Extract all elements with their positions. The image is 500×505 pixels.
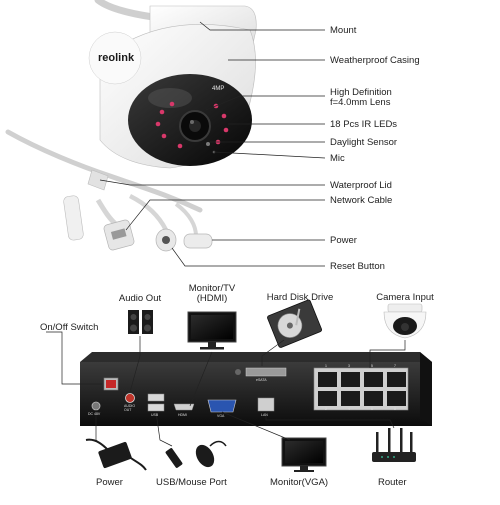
- ir-led: [155, 121, 161, 127]
- camera-model-mark: 4MP: [212, 86, 225, 92]
- ir-led: [159, 109, 165, 115]
- leader-hdmi: [189, 351, 213, 407]
- port-label-audio: AUDIO OUT: [124, 404, 136, 412]
- poe-port-number: 8: [394, 407, 396, 411]
- leader-network: [125, 199, 325, 231]
- poe-port-number: 4: [348, 407, 350, 411]
- router-icon: [372, 428, 416, 462]
- label-router: Router: [378, 477, 407, 488]
- leader-mount: [199, 21, 325, 31]
- leader-vga: [221, 411, 291, 441]
- hdmi-port: [173, 403, 195, 411]
- label-ir-leds: 18 Pcs IR LEDs: [330, 119, 398, 130]
- lens-glint: [190, 120, 194, 124]
- poe-port-number: 2: [325, 407, 327, 411]
- label-daylight-sensor: Daylight Sensor: [330, 137, 398, 148]
- label-reset-button: Reset Button: [330, 261, 385, 272]
- poe-ports: [313, 367, 409, 411]
- poe-port-number: 1: [325, 364, 327, 368]
- ir-led: [161, 133, 167, 139]
- vga-port: [207, 399, 237, 413]
- port-label-vga: VGA: [217, 414, 225, 418]
- waterproof-lid-cap: [63, 195, 84, 241]
- label-power: Power: [330, 235, 357, 246]
- peripherals: [80, 299, 432, 472]
- leader-lid: [99, 179, 325, 186]
- camera-input-icon: [383, 303, 427, 339]
- esata-port: [245, 367, 287, 377]
- ir-led: [177, 143, 183, 149]
- waterproof-lid: [87, 169, 109, 191]
- label-camera-input: Camera Input: [376, 292, 434, 303]
- port-label-dc: DC 48V: [88, 412, 101, 416]
- mouse-icon: [195, 440, 227, 468]
- nvr-side: [420, 352, 432, 426]
- port-label-lan: LAN: [261, 413, 268, 417]
- poe-port-number: 6: [371, 407, 373, 411]
- label-mic: Mic: [330, 153, 345, 164]
- network-cable-connector: [95, 198, 120, 228]
- label-network-cable: Network Cable: [330, 195, 393, 206]
- dome-reflection: [148, 88, 192, 108]
- dc-port: [91, 401, 101, 411]
- hard-disk-icon: [267, 299, 323, 348]
- poe-port-number: 7: [394, 364, 396, 368]
- leader-camera: [369, 340, 406, 368]
- label-waterproof-lid: Waterproof Lid: [330, 180, 392, 191]
- power-plug-hole: [162, 236, 170, 244]
- camera-leader-lines: [99, 21, 326, 267]
- audio-out-port: [125, 393, 135, 403]
- leader-lens: [205, 95, 325, 111]
- label-usb-mouse-port: USB/Mouse Port: [156, 477, 227, 488]
- camera-body: [88, 31, 142, 85]
- leader-power-nvr: [95, 410, 105, 447]
- label-weatherproof-casing: Weatherproof Casing: [330, 55, 420, 66]
- port-label-hdmi: HDMI: [178, 413, 187, 417]
- leader-audio: [129, 336, 141, 393]
- poe-port-number: 3: [348, 364, 350, 368]
- port-label-usb: USB: [151, 413, 159, 417]
- brand-logo: reolink: [98, 52, 135, 64]
- power-adapter-icon: [85, 438, 147, 471]
- poe-port-number: 5: [371, 364, 373, 368]
- port-label-esata: eSATA: [256, 378, 267, 382]
- nvr-top: [80, 352, 432, 362]
- power-barrel: [183, 233, 213, 249]
- usb-port: [147, 403, 165, 412]
- label-monitor-hdmi: Monitor/TV (HDMI): [188, 283, 236, 304]
- camera-cable: [5, 129, 203, 213]
- ir-led: [223, 127, 229, 133]
- monitor-hdmi-screen: [191, 315, 233, 339]
- label-monitor-vga: Monitor(VGA): [270, 477, 329, 488]
- label-audio-out: Audio Out: [118, 293, 162, 304]
- leader-mic: [213, 151, 326, 159]
- lan-port: [257, 397, 275, 412]
- label-lens: High Definition f=4.0mm Lens: [330, 87, 392, 108]
- label-mount: Mount: [330, 25, 357, 36]
- leader-hdd: [261, 339, 285, 366]
- leader-usb: [155, 411, 173, 447]
- nvr-leader-lines: [46, 331, 406, 447]
- label-hard-disk-drive: Hard Disk Drive: [266, 292, 334, 303]
- rj45-socket: [110, 228, 127, 240]
- usb-stick-icon: [165, 448, 183, 468]
- monitor-vga-screen: [285, 441, 323, 463]
- label-power-nvr: Power: [96, 477, 123, 488]
- speaker-left: [128, 310, 139, 334]
- ir-led: [221, 113, 227, 119]
- camera-illustration: reolink: [5, 0, 257, 252]
- label-on-off-switch: On/Off Switch: [40, 322, 99, 333]
- power-cable: [128, 193, 169, 232]
- leader-lan: [265, 412, 395, 429]
- daylight-sensor: [206, 142, 210, 146]
- leader-switch: [46, 331, 102, 385]
- ir-led: [169, 101, 175, 107]
- leader-reset: [171, 247, 325, 267]
- speaker-right: [142, 310, 153, 334]
- reset-cable: [174, 202, 198, 237]
